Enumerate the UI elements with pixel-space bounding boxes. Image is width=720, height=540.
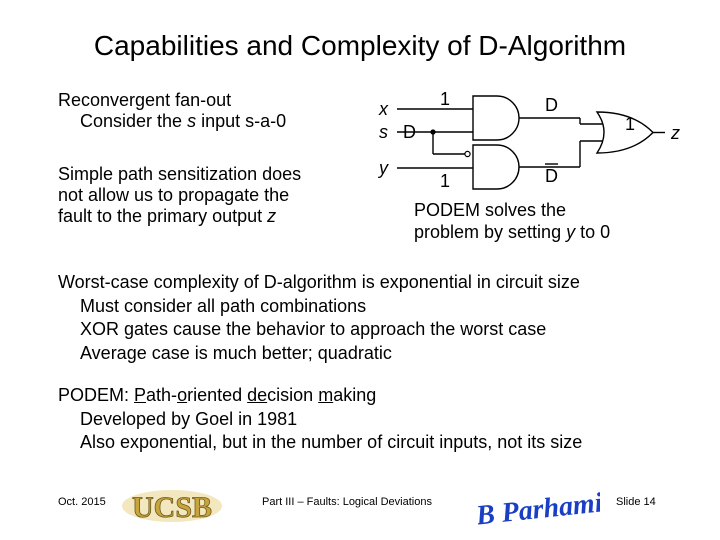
list-item: Developed by Goel in 1981 xyxy=(80,408,298,429)
podem-block: PODEM: Path-oriented decision making Dev… xyxy=(58,384,582,455)
label-y: y xyxy=(377,158,389,178)
reconvergent-fanout-circuit: x s y D 1 1 D D 1 z xyxy=(377,89,680,191)
ucsb-logo: UCSB xyxy=(122,490,222,524)
list-item: Average case is much better; quadratic xyxy=(80,342,392,363)
svg-text:UCSB: UCSB xyxy=(132,491,212,524)
worst-case-block: Worst-case complexity of D-algorithm is … xyxy=(58,271,580,365)
footer-slide-number: Slide 14 xyxy=(616,496,656,508)
list-item: Must consider all path combinations xyxy=(80,295,367,316)
label-1-bottom: 1 xyxy=(440,171,450,191)
label-z: z xyxy=(670,123,680,143)
inverter-bubble xyxy=(464,150,471,158)
podem-note: PODEM solves the problem by setting y to… xyxy=(414,200,611,242)
and-gate-upper xyxy=(472,95,520,141)
fanout-heading: Reconvergent fan-out xyxy=(58,90,232,110)
label-1-out: 1 xyxy=(625,114,635,134)
label-D-out-top: D xyxy=(545,95,558,115)
fanout-detail: Consider the s input s-a-0 xyxy=(80,111,287,131)
list-item: XOR gates cause the behavior to approach… xyxy=(80,319,547,339)
label-s: s xyxy=(379,122,388,142)
or-gate xyxy=(595,111,654,154)
label-1-top: 1 xyxy=(440,89,450,109)
footer-date: Oct. 2015 xyxy=(58,496,106,508)
and-gate-lower xyxy=(472,144,520,190)
podem-heading: PODEM: Path-oriented decision making xyxy=(58,385,377,405)
fanout-dot xyxy=(430,129,436,135)
signature-logo: B Parhami xyxy=(478,487,600,528)
footer-course-title: Part III – Faults: Logical Deviations xyxy=(262,496,432,508)
slide-title: Capabilities and Complexity of D-Algorit… xyxy=(93,30,627,61)
label-x: x xyxy=(378,99,389,119)
worst-case-heading: Worst-case complexity of D-algorithm is … xyxy=(58,272,580,292)
list-item: Also exponential, but in the number of c… xyxy=(80,432,583,452)
sensitization-paragraph: Simple path sensitization does not allow… xyxy=(58,164,302,226)
left-text-block: Reconvergent fan-out Consider the s inpu… xyxy=(58,90,286,132)
label-D-bar: D xyxy=(545,166,558,186)
label-D-in: D xyxy=(403,122,416,142)
svg-text:B Parhami: B Parhami xyxy=(478,487,600,528)
